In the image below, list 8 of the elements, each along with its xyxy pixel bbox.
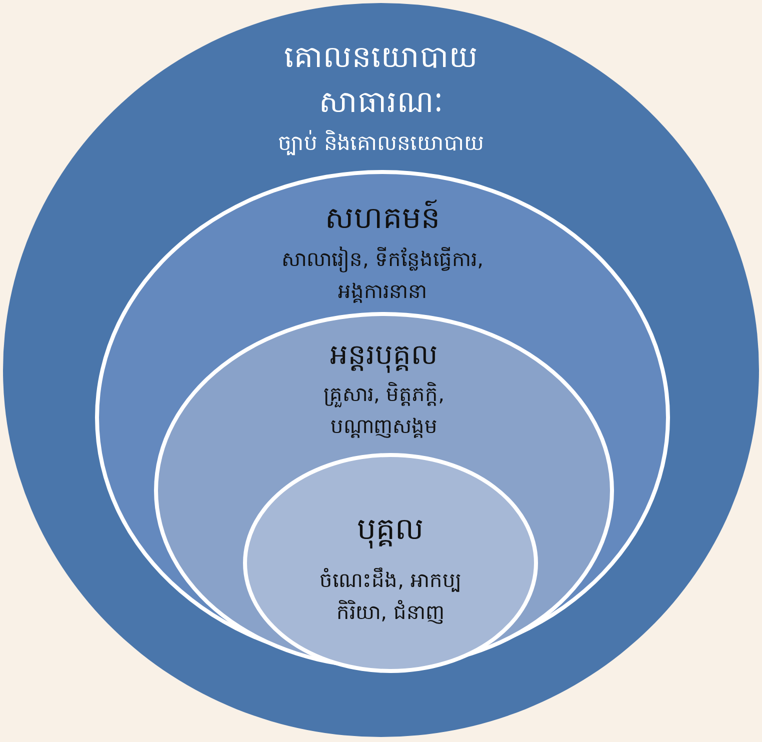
- region-heading: សហគមន៍: [325, 198, 440, 238]
- region-description: ច្បាប់ និងគោលនយោបាយ: [278, 129, 484, 158]
- region-description: គ្រួសារ, មិត្តភក្តិ, បណ្តាញសង្គម: [322, 381, 446, 440]
- region-heading: អន្តរបុគ្គល: [330, 337, 438, 375]
- region-description: សាលារៀន, ទីកន្លែងធ្វើការ, អង្គការនានា: [280, 246, 485, 305]
- region-description: ចំណេះដឹង, អាកប្បកិរិយា, ជំនាញ: [318, 566, 462, 626]
- region-heading: គោលនយោបាយសាធារណៈ: [283, 39, 479, 122]
- region-heading: បុគ្គល: [357, 511, 424, 550]
